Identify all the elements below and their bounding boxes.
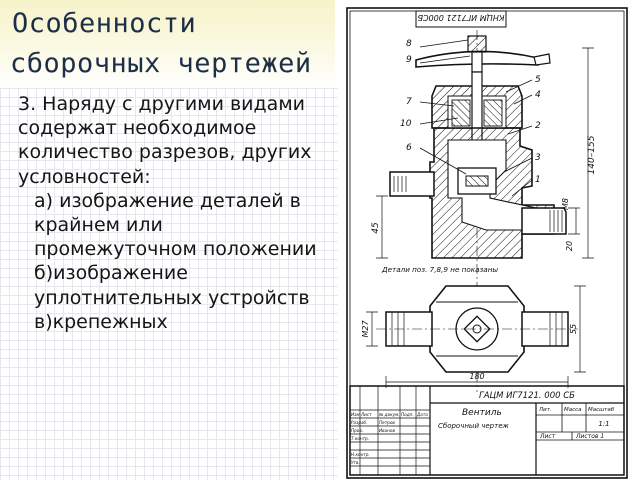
tb-row-checker: Пров. [351, 428, 363, 433]
title-band [0, 0, 335, 88]
dim-small-right: 20 [565, 241, 574, 251]
packing-left [451, 99, 471, 127]
assembly-drawing: КНЦМ ИГ7121 000СБ 8 9 5 4 7 10 2 6 3 1 [336, 0, 640, 480]
tb-row-izm: Изм [351, 412, 360, 417]
dimension-lines [376, 47, 594, 259]
seal [465, 175, 489, 187]
right-fitting-thread [549, 210, 563, 232]
label-6: 6 [406, 143, 412, 153]
title-block-scale: 1:1 [598, 420, 609, 428]
plan-hex-edges [436, 301, 518, 357]
label-10: 10 [400, 119, 412, 129]
left-fitting-thread [393, 176, 407, 192]
label-7: 7 [406, 97, 412, 107]
grid-background [0, 88, 338, 480]
slide-title-line-2: сборочных чертежей [10, 48, 312, 79]
title-block-sheet: Лист [539, 433, 556, 440]
handwheel-tip [533, 53, 551, 66]
tb-row-developer: Разраб. [351, 420, 367, 425]
paragraph-c: в)крепежных [34, 310, 168, 333]
left-fitting [389, 171, 435, 197]
spindle-upper [471, 51, 483, 73]
label-4: 4 [535, 90, 541, 100]
title-block-sheets: Листов 1 [575, 433, 604, 440]
top-stamp: КНЦМ ИГ7121 000СБ [417, 13, 505, 22]
title-block-doc-type: Сборочный чертеж [438, 422, 509, 430]
assembly-drawing-svg: КНЦМ ИГ7121 000СБ 8 9 5 4 7 10 2 6 3 1 [346, 7, 628, 479]
paragraph-a: а) изображение деталей в крайнем или про… [34, 189, 317, 261]
tb-row-date: Дата [416, 412, 428, 417]
label-5: 5 [535, 75, 541, 85]
dim-height-range: 140–155 [587, 135, 597, 174]
slide-body: 3. Наряду с другими видами содержат необ… [18, 92, 318, 334]
slide-title: Особенности сборочных чертежей [10, 4, 332, 84]
tb-row-checker-name: Иванов [379, 428, 395, 433]
dim-plan-height: 55 [569, 324, 578, 334]
label-9: 9 [406, 55, 412, 65]
slide-title-line-1: Особенности [12, 8, 197, 39]
drawing-note: Детали поз. 7,8,9 не показаны [381, 265, 498, 274]
label-8: 8 [406, 39, 412, 49]
label-1: 1 [535, 175, 541, 185]
paragraph-b: б)изображение уплотнительных устройств [34, 262, 310, 309]
top-stamp-box [415, 10, 507, 28]
right-fitting [521, 207, 567, 235]
label-2: 2 [535, 121, 541, 131]
dim-thread-left: М27 [361, 320, 370, 338]
tb-row-sign: Подп. [401, 412, 414, 417]
tb-row-doc: № докум. [378, 412, 400, 417]
packing-right [483, 99, 503, 127]
tb-row-developer-name: Петров [379, 420, 395, 425]
dim-left-height: 45 [371, 222, 381, 234]
title-block-mass: Масса [564, 407, 582, 413]
dim-width: 180 [469, 372, 484, 381]
dim-thread-right: М8 [561, 198, 570, 210]
paragraph-3: 3. Наряду с другими видами содержат необ… [18, 93, 312, 188]
tb-row-tcontrol: Т.контр. [351, 436, 369, 441]
title-block-name: Вентиль [462, 408, 502, 418]
title-block-scale-label: Масштаб [588, 407, 615, 413]
nut-top [467, 35, 487, 53]
label-3: 3 [535, 153, 541, 163]
title-block [349, 385, 625, 476]
tb-row-ncontrol: Н.контр. [351, 452, 370, 457]
leader-lines [419, 39, 533, 197]
title-block-litera: Лит. [538, 407, 552, 413]
tb-row-list: Лист [360, 412, 372, 417]
tb-row-approved: Утв. [351, 460, 360, 465]
title-block-code: ГАЦМ ИГ7121. 000 СБ [479, 391, 575, 401]
sheet-frame [346, 7, 628, 479]
